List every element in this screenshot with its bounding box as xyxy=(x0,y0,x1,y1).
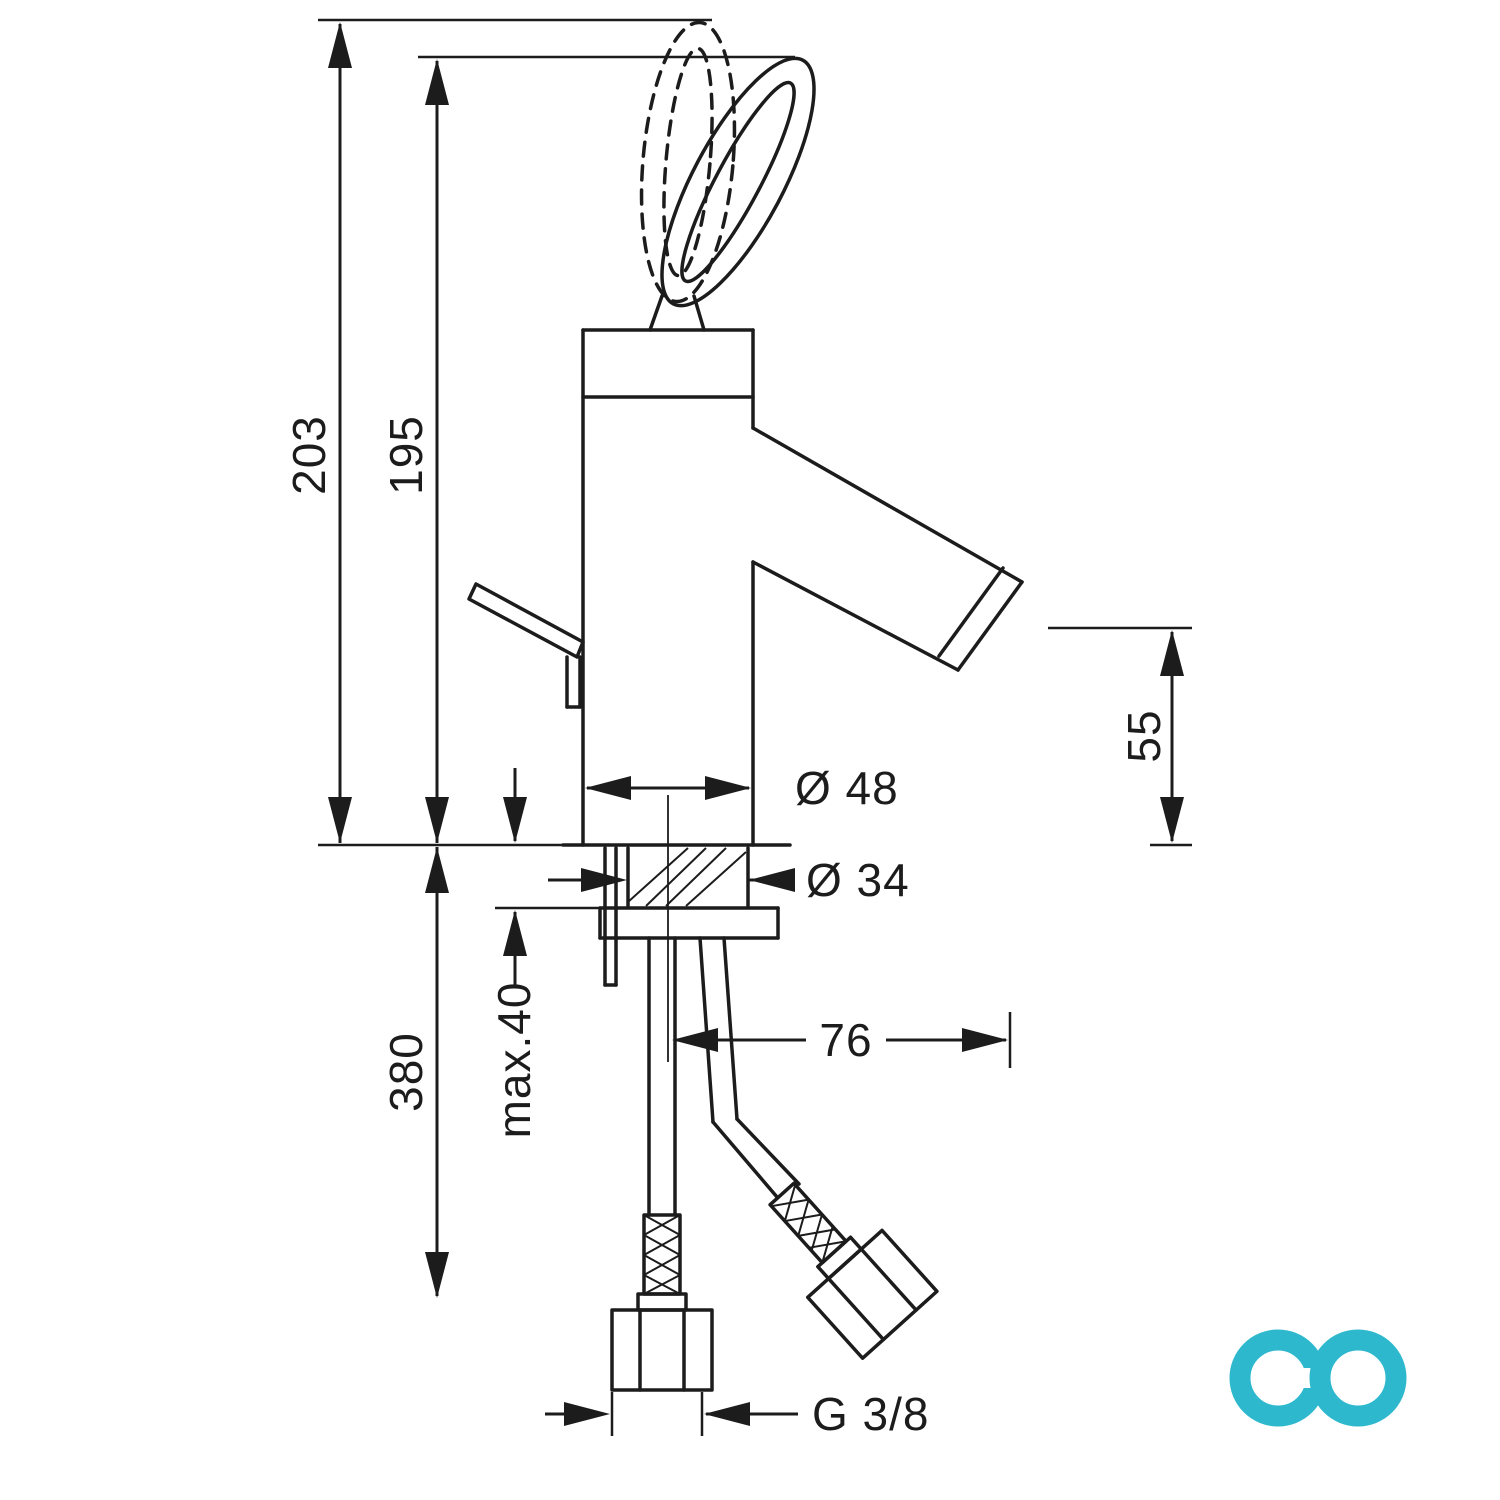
dim-label-g38: G 3/8 xyxy=(812,1388,930,1440)
hose-braid-pattern xyxy=(643,1214,681,1295)
dimension-arrowheads xyxy=(328,22,1184,1426)
dim-label-diameter-48: Ø 48 xyxy=(795,762,899,814)
mounting-shank xyxy=(626,846,750,908)
faucet-spout xyxy=(751,426,1024,672)
dim-label-76: 76 xyxy=(819,1014,872,1066)
drain-pull-rod xyxy=(603,846,618,987)
dimension-labels: 203 195 380 max.40 55 Ø 48 Ø 34 76 G 3/8 xyxy=(283,415,1170,1440)
supply-hose-straight xyxy=(610,936,714,1392)
hose-braid-pattern xyxy=(771,1184,847,1263)
logo-o-glyph xyxy=(1309,1329,1407,1427)
dim-label-max40: max.40 xyxy=(488,982,540,1139)
brand-logo xyxy=(1229,1329,1407,1427)
dim-label-203: 203 xyxy=(283,415,335,495)
faucet-body xyxy=(561,328,792,847)
faucet-handle-dashed xyxy=(639,20,737,304)
supply-hose-angled xyxy=(698,936,939,1361)
dim-label-diameter-34: Ø 34 xyxy=(806,854,910,906)
faucet-handle-solid xyxy=(660,56,816,308)
dim-label-195: 195 xyxy=(380,415,432,495)
dimension-extension-lines xyxy=(318,18,1192,1436)
mounting-flange xyxy=(598,906,780,940)
dim-label-380: 380 xyxy=(380,1032,432,1112)
dimension-lines xyxy=(338,24,1174,1416)
drain-lever xyxy=(467,582,585,709)
dim-label-55: 55 xyxy=(1118,709,1170,762)
